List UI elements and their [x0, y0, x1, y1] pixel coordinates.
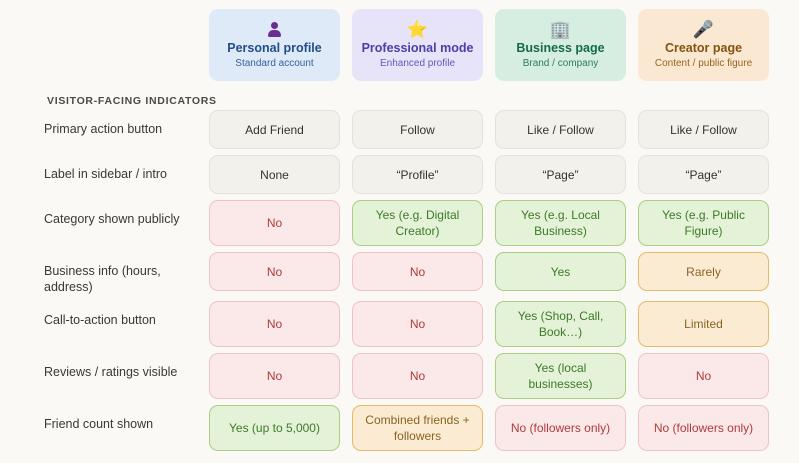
table-cell[interactable]: Yes (Shop, Call, Book…) [495, 301, 626, 347]
row-cells: No No Yes (local businesses) No [209, 353, 769, 399]
table-cell[interactable]: Follow [352, 110, 483, 149]
table-cell[interactable]: Yes (e.g. Public Figure) [638, 200, 769, 246]
row-cells: No Yes (e.g. Digital Creator) Yes (e.g. Lo… [209, 200, 769, 246]
table-cell[interactable]: Yes (e.g. Local Business) [495, 200, 626, 246]
table-cell[interactable]: No [638, 353, 769, 399]
table-cell[interactable]: No [352, 252, 483, 291]
table-row: Call-to-action button No No Yes (Shop, Call… [0, 301, 799, 347]
table-row: Reviews / ratings visible No No Yes (local … [0, 353, 799, 399]
column-header-title: Personal profile [227, 40, 322, 55]
table-cell[interactable]: Yes [495, 252, 626, 291]
table-cell[interactable]: No [209, 353, 340, 399]
star-icon: ⭐ [406, 19, 429, 39]
table-row: Primary action button Add Friend Follow Lik… [0, 110, 799, 149]
row-label: Label in sidebar / intro [44, 167, 167, 181]
column-header-subtitle: Standard account [235, 57, 314, 69]
table-cell[interactable]: None [209, 155, 340, 194]
section-heading: VISITOR-FACING INDICATORS [47, 95, 217, 107]
table-cell[interactable]: No [209, 252, 340, 291]
table-cell[interactable]: Yes (e.g. Digital Creator) [352, 200, 483, 246]
table-cell[interactable]: Yes (local businesses) [495, 353, 626, 399]
table-row: Label in sidebar / intro None “Profile” “Pa… [0, 155, 799, 194]
row-cells: No No Yes (Shop, Call, Book…) Limited [209, 301, 769, 347]
row-label: Call-to-action button [44, 313, 156, 327]
row-label: Friend count shown [44, 417, 154, 431]
table-row: Category shown publicly No Yes (e.g. Digit… [0, 200, 799, 246]
column-header-subtitle: Brand / company [522, 57, 599, 69]
row-cells: Yes (up to 5,000) Combined friends + foll… [209, 405, 769, 451]
table-cell[interactable]: “Page” [495, 155, 626, 194]
row-cells: No No Yes Rarely [209, 252, 769, 291]
table-cell[interactable]: No [209, 200, 340, 246]
table-cell[interactable]: No [352, 353, 483, 399]
table-cell[interactable]: Combined friends + followers [352, 405, 483, 451]
table-cell[interactable]: No [209, 301, 340, 347]
table-cell[interactable]: “Profile” [352, 155, 483, 194]
table-cell[interactable]: Limited [638, 301, 769, 347]
table-cell[interactable]: Like / Follow [638, 110, 769, 149]
table-cell[interactable]: Like / Follow [495, 110, 626, 149]
microphone-icon: 🎤 [692, 19, 715, 39]
table-cell[interactable]: Rarely [638, 252, 769, 291]
table-cell[interactable]: “Page” [638, 155, 769, 194]
column-header-title: Professional mode [361, 40, 474, 55]
table-row: Business info (hours, address) No No Yes Rar… [0, 252, 799, 295]
table-cell[interactable]: No (followers only) [638, 405, 769, 451]
row-label: Business info (hours, address) [44, 264, 161, 294]
table-cell[interactable]: Add Friend [209, 110, 340, 149]
row-label: Reviews / ratings visible [44, 365, 178, 379]
row-cells: Add Friend Follow Like / Follow Like / Foll… [209, 110, 769, 149]
row-label: Category shown publicly [44, 212, 180, 226]
column-header-subtitle: Content / public figure [654, 57, 753, 69]
row-cells: None “Profile” “Page” “Page” [209, 155, 769, 194]
column-header-title: Business page [516, 40, 605, 55]
row-label: Primary action button [44, 122, 163, 136]
column-header-title: Creator page [664, 40, 743, 55]
person-icon [266, 21, 283, 38]
table-row: Friend count shown Yes (up to 5,000) Combi… [0, 405, 799, 451]
table-cell[interactable]: No [352, 301, 483, 347]
table-body: Primary action button Add Friend Follow Lik… [0, 110, 799, 457]
column-header-subtitle: Enhanced profile [379, 57, 456, 69]
office-building-icon: 🏢 [549, 19, 572, 39]
table-cell[interactable]: No (followers only) [495, 405, 626, 451]
table-cell[interactable]: Yes (up to 5,000) [209, 405, 340, 451]
